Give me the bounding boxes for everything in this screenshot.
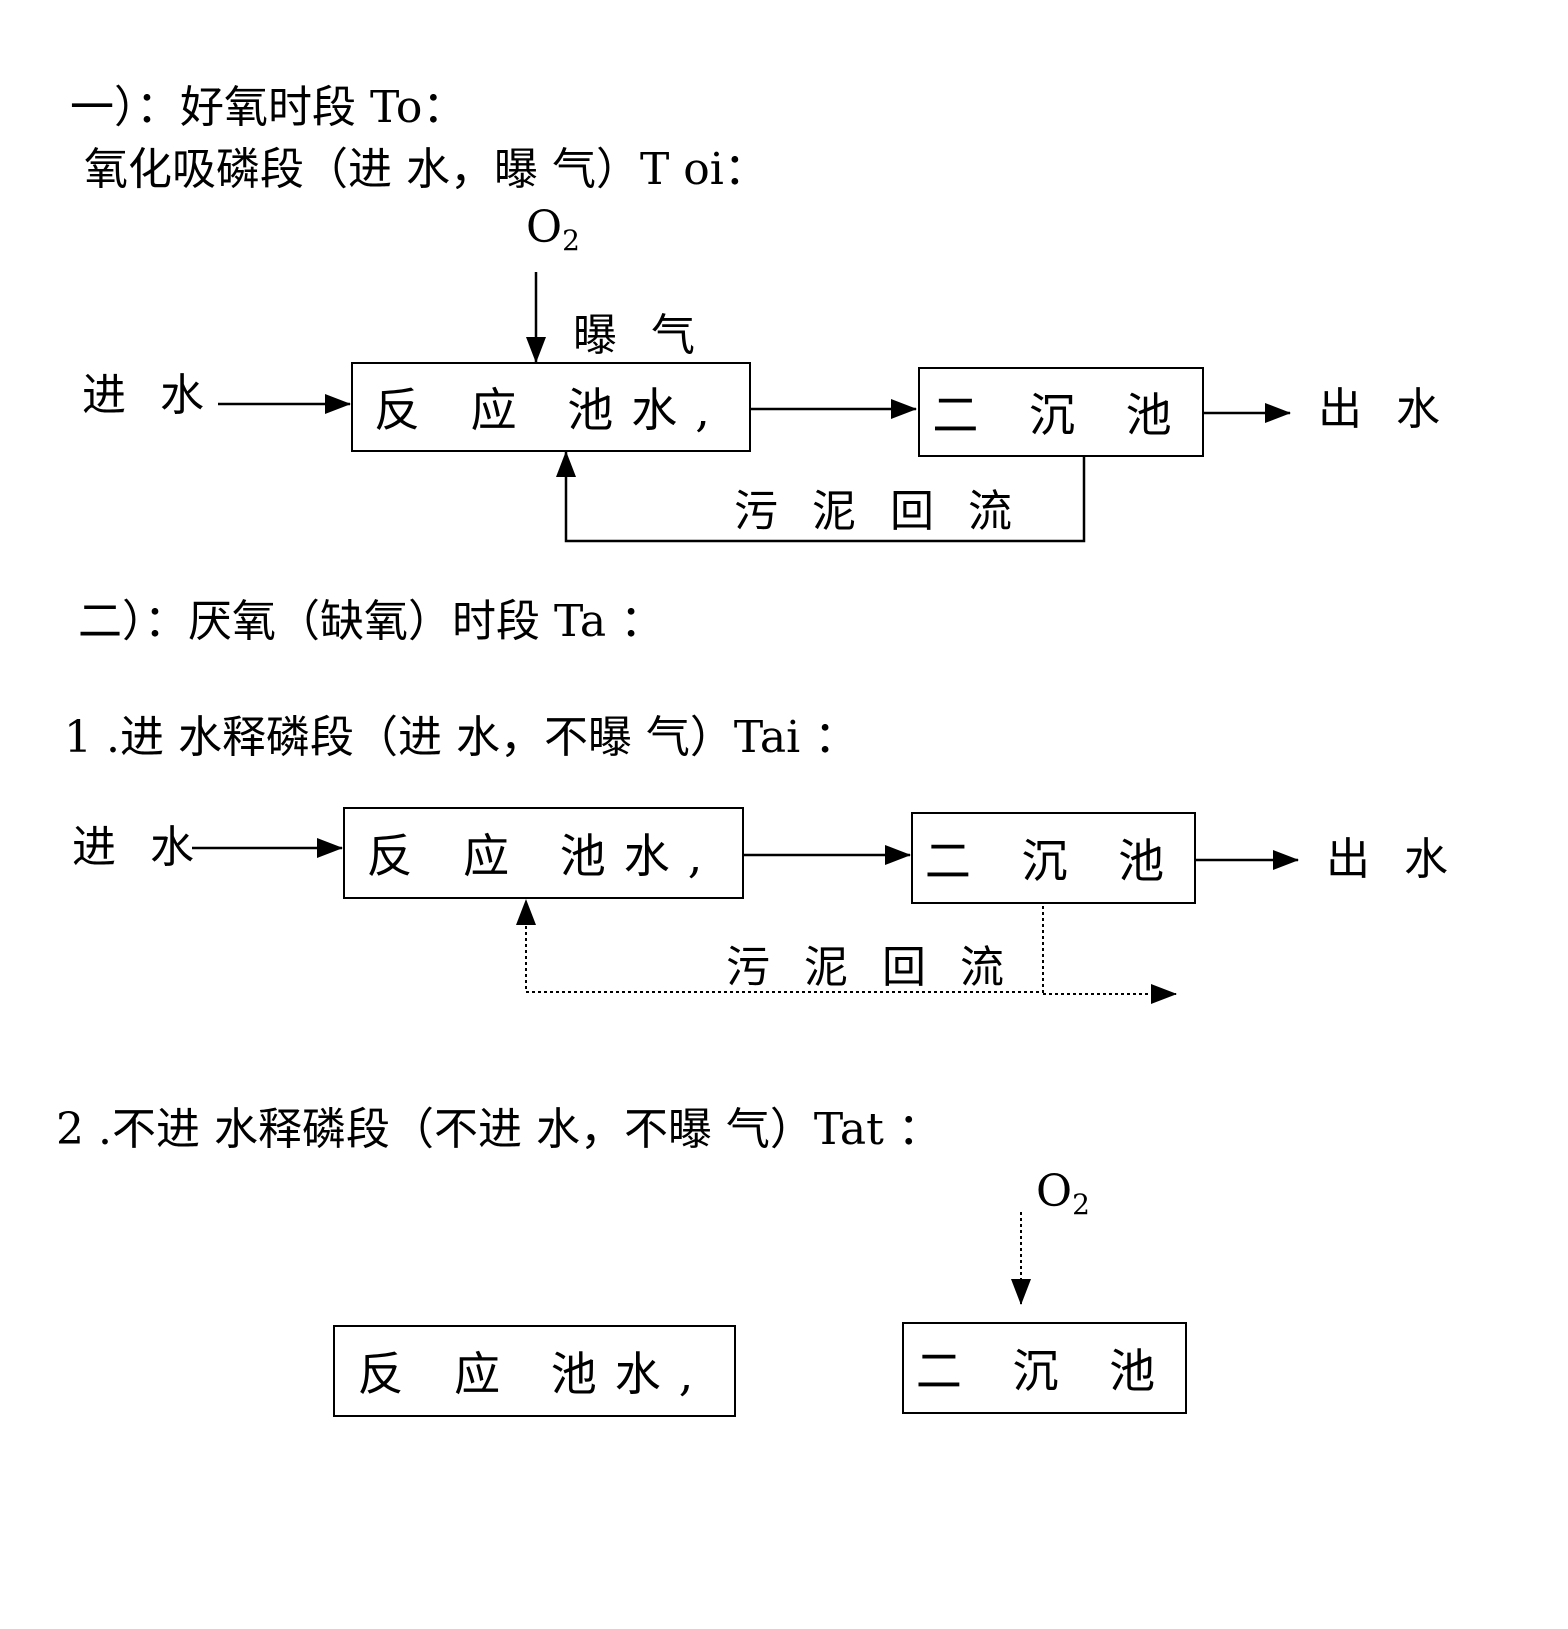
subsection2-heading: 2 .不进 水释磷段（不进 水，不曝 气）Tat ： — [56, 1104, 942, 1155]
secondary-clarifier-box: 二 沉 池 — [902, 1322, 1187, 1414]
section1-subheading: 氧化吸磷段（进 水，曝 气）T oi： — [84, 144, 768, 195]
section1-heading: 一）：好氧时段 To： — [70, 82, 467, 133]
inlet-label: 进 水 — [72, 822, 204, 873]
outlet-label: 出 水 — [1318, 384, 1450, 435]
o2-label: O2 — [1036, 1166, 1090, 1221]
reactor-tank-box: 反 应 池水, — [343, 807, 744, 899]
sludge-return-label: 污 泥 回 流 — [734, 486, 1022, 537]
sludge-return-dotted-line — [516, 899, 1044, 993]
inlet-label: 进 水 — [82, 370, 214, 421]
aeration-label: 曝 气 — [573, 310, 705, 361]
section2-heading: 二）：厌氧（缺氧）时段 Ta ： — [78, 596, 665, 647]
reactor-tank-box: 反 应 池水, — [333, 1325, 736, 1417]
sludge-return-line — [556, 451, 1086, 543]
reactor-tank-box: 反 应 池水, — [351, 362, 751, 452]
secondary-clarifier-box: 二 沉 池 — [911, 812, 1196, 904]
secondary-clarifier-box: 二 沉 池 — [918, 367, 1204, 457]
sludge-return-label: 污 泥 回 流 — [726, 942, 1014, 993]
subsection1-heading: 1 .进 水释磷段（进 水，不曝 气）Tai ： — [64, 712, 859, 763]
outlet-label: 出 水 — [1326, 834, 1458, 885]
o2-label: O2 — [526, 202, 580, 257]
